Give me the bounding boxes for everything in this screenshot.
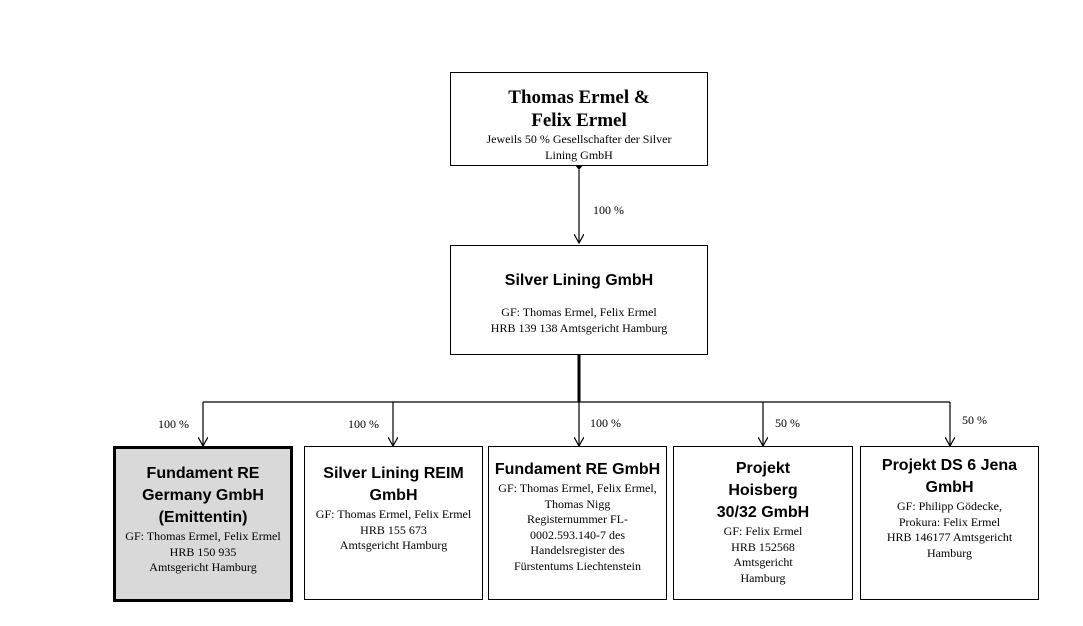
owners-title-line1: Thomas Ermel & bbox=[508, 87, 650, 108]
subsidiary-detail-line: Handelsregister des bbox=[530, 543, 625, 557]
subsidiary-detail-line: HRB 150 935 bbox=[169, 544, 237, 559]
owners-title-line2: Felix Ermel bbox=[531, 110, 627, 131]
subsidiary-detail-line: GF: Thomas Ermel, Felix Ermel bbox=[315, 507, 472, 521]
subsidiary-detail-line: Hamburg bbox=[926, 545, 973, 560]
subsidiary-detail-line: Hamburg bbox=[740, 570, 786, 585]
subsidiary-detail-line: GF: Felix Ermel bbox=[723, 524, 803, 538]
subsidiary-title-line: (Emittentin) bbox=[158, 509, 248, 526]
subsidiary-detail-line: Amtsgericht Hamburg bbox=[339, 538, 448, 552]
owner-to-holding-percentage: 100 % bbox=[593, 203, 624, 217]
holding-box: Silver Lining GmbH GF: Thomas Ermel, Fel… bbox=[450, 245, 708, 355]
owners-detail-line1: Jeweils 50 % Gesellschafter der Silver bbox=[486, 132, 672, 146]
subsidiary-detail-line: GF: Thomas Ermel, Felix Ermel bbox=[125, 529, 281, 543]
owners-box: Thomas Ermel & Felix Ermel Jeweils 50 % … bbox=[450, 72, 708, 166]
subsidiary-percentage: 50 % bbox=[775, 416, 800, 430]
subsidiary-detail-line: GF: Thomas Ermel, Felix Ermel, bbox=[498, 481, 657, 495]
holding-detail-line2: HRB 139 138 Amtsgericht Hamburg bbox=[490, 320, 668, 335]
subsidiary-detail-line: Amtsgericht bbox=[733, 555, 793, 569]
owners-detail-line2: Lining GmbH bbox=[545, 147, 613, 162]
subsidiary-title-line: GmbH bbox=[925, 479, 974, 496]
subsidiary-detail-line: HRB 155 673 bbox=[360, 522, 427, 537]
subsidiary-title-line: GmbH bbox=[369, 487, 418, 504]
subsidiary-title-line: 30/32 GmbH bbox=[716, 504, 810, 521]
subsidiary-percentage: 100 % bbox=[590, 416, 621, 430]
subsidiary-box-projekt-hoisberg: Projekt Hoisberg 30/32 GmbH GF: Felix Er… bbox=[673, 446, 853, 600]
subsidiary-title-line: Silver Lining REIM bbox=[323, 465, 464, 482]
subsidiary-detail-line: Amtsgericht Hamburg bbox=[149, 560, 257, 574]
subsidiary-detail-line: Fürstentums Liechtenstein bbox=[514, 558, 641, 573]
holding-detail-line1: GF: Thomas Ermel, Felix Ermel bbox=[501, 305, 657, 319]
holding-title: Silver Lining GmbH bbox=[504, 272, 654, 289]
subsidiary-detail-line: 0002.593.140-7 des bbox=[530, 527, 625, 542]
subsidiary-detail-line: Thomas Nigg bbox=[544, 496, 611, 511]
subsidiary-title-line: Projekt DS 6 Jena bbox=[881, 457, 1018, 474]
subsidiary-percentage: 50 % bbox=[962, 413, 987, 427]
subsidiary-box-projekt-ds6-jena: Projekt DS 6 Jena GmbH GF: Philipp Gödec… bbox=[860, 446, 1039, 600]
subsidiary-detail-line: Prokura: Felix Ermel bbox=[898, 514, 1001, 529]
subsidiary-title-line: Germany GmbH bbox=[142, 487, 264, 504]
subsidiary-percentage: 100 % bbox=[348, 417, 379, 431]
subsidiary-box-fundament-re-germany: Fundament RE Germany GmbH (Emittentin) G… bbox=[113, 446, 293, 602]
subsidiary-percentage: 100 % bbox=[158, 417, 189, 431]
subsidiary-title-line: Fundament RE GmbH bbox=[494, 461, 661, 478]
subsidiary-detail-line: GF: Philipp Gödecke, bbox=[897, 499, 1002, 513]
subsidiary-box-silver-lining-reim: Silver Lining REIM GmbH GF: Thomas Ermel… bbox=[304, 446, 483, 600]
subsidiary-title-line: Projekt bbox=[735, 460, 791, 477]
subsidiary-detail-line: Registernummer FL- bbox=[527, 512, 628, 526]
subsidiary-title-line: Fundament RE bbox=[146, 465, 260, 482]
subsidiary-box-fundament-re: Fundament RE GmbH GF: Thomas Ermel, Feli… bbox=[488, 446, 667, 600]
subsidiary-title-line: Hoisberg bbox=[728, 482, 798, 499]
subsidiary-detail-line: HRB 152568 bbox=[731, 539, 795, 554]
subsidiary-detail-line: HRB 146177 Amtsgericht bbox=[886, 530, 1013, 544]
